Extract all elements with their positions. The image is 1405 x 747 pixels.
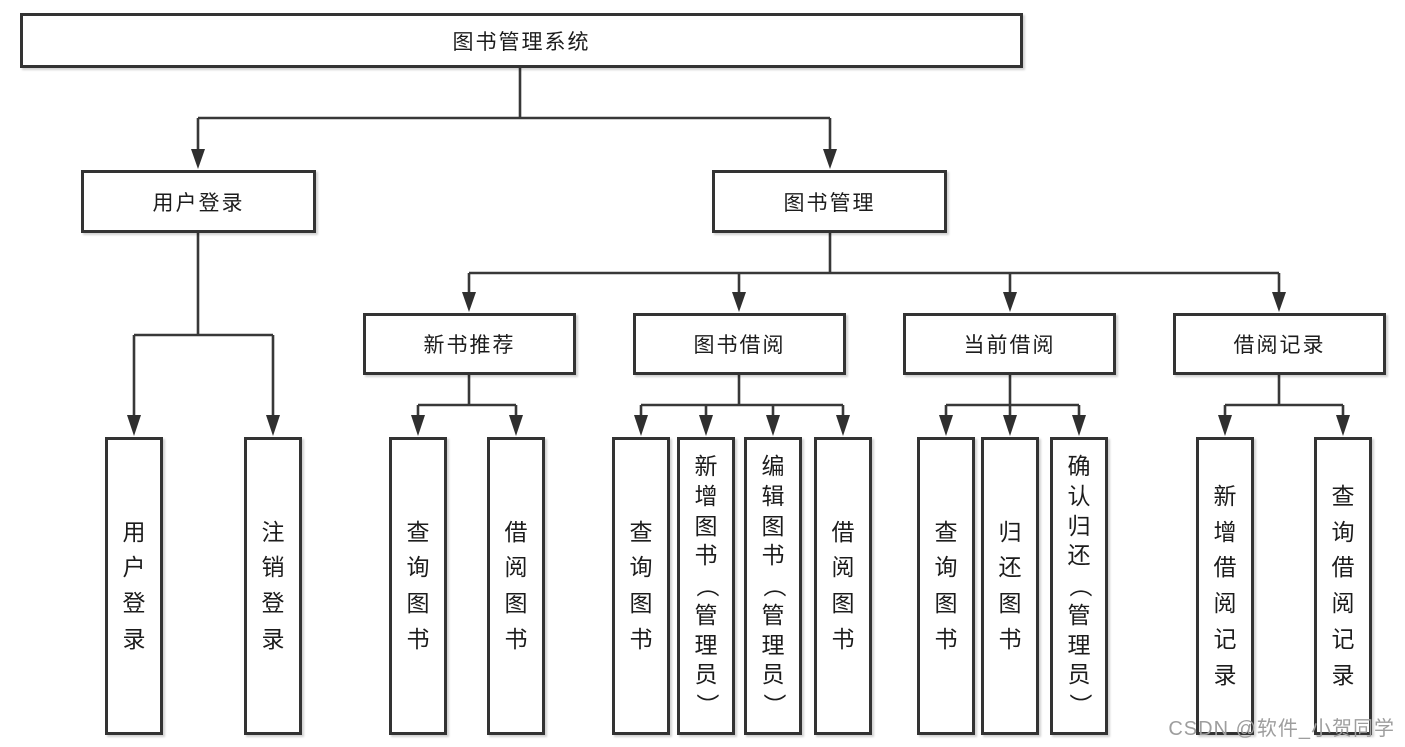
leaf-borrow-books-borrowing: 借阅图书 [814, 437, 872, 735]
node-new-book-recommend: 新书推荐 [363, 313, 576, 375]
leaf-borrow-books-recommend-label: 借阅图书 [504, 518, 528, 652]
leaf-logout-label: 注销登录 [261, 518, 285, 652]
leaf-query-books-recommend: 查询图书 [389, 437, 447, 735]
leaf-query-books-current: 查询图书 [917, 437, 975, 735]
leaf-return-books-label: 归还图书 [998, 518, 1022, 652]
leaf-user-login-label: 用户登录 [122, 518, 146, 652]
leaf-borrow-books-borrowing-label: 借阅图书 [831, 518, 855, 652]
leaf-query-borrow-record-label: 查询借阅记录 [1331, 482, 1355, 688]
leaf-query-books-recommend-label: 查询图书 [406, 518, 430, 652]
connector-new-book-recommend-to-leaves [411, 375, 523, 436]
leaf-user-login: 用户登录 [105, 437, 163, 735]
leaf-borrow-books-recommend: 借阅图书 [487, 437, 545, 735]
node-new-book-recommend-label: 新书推荐 [423, 334, 516, 357]
node-book-management-label: 图书管理 [783, 191, 876, 215]
leaf-confirm-return-admin: 确认归还（管理员） [1050, 437, 1108, 735]
leaf-query-books-current-label: 查询图书 [934, 518, 958, 652]
node-borrowing-records-label: 借阅记录 [1233, 334, 1326, 357]
connector-book-borrowing-to-leaves [634, 375, 850, 436]
connector-current-borrowing-to-leaves [939, 375, 1086, 436]
leaf-query-books-borrowing-label: 查询图书 [629, 518, 653, 652]
connector-user-login-to-leaves [127, 233, 280, 436]
leaf-add-book-admin-label: 新增图书（管理员） [693, 453, 720, 717]
connector-book-management-to-level3 [462, 233, 1286, 312]
leaf-query-books-borrowing: 查询图书 [612, 437, 670, 735]
leaf-edit-book-admin-label: 编辑图书（管理员） [760, 453, 787, 717]
node-root: 图书管理系统 [20, 13, 1023, 68]
leaf-logout: 注销登录 [244, 437, 302, 735]
node-book-borrowing-label: 图书借阅 [693, 334, 786, 357]
connector-root-to-level2 [191, 68, 837, 169]
node-user-login: 用户登录 [81, 170, 316, 233]
csdn-watermark: CSDN @软件_小贺同学 [1168, 718, 1395, 740]
node-root-label: 图书管理系统 [452, 30, 591, 54]
leaf-query-borrow-record: 查询借阅记录 [1314, 437, 1372, 735]
node-user-login-label: 用户登录 [152, 191, 245, 215]
node-current-borrowing: 当前借阅 [903, 313, 1116, 375]
leaf-add-borrow-record-label: 新增借阅记录 [1213, 482, 1237, 688]
node-current-borrowing-label: 当前借阅 [963, 334, 1056, 357]
leaf-edit-book-admin: 编辑图书（管理员） [744, 437, 802, 735]
node-book-management: 图书管理 [712, 170, 947, 233]
leaf-confirm-return-admin-label: 确认归还（管理员） [1066, 453, 1093, 717]
node-book-borrowing: 图书借阅 [633, 313, 846, 375]
connector-borrowing-records-to-leaves [1218, 375, 1350, 436]
leaf-return-books: 归还图书 [981, 437, 1039, 735]
leaf-add-book-admin: 新增图书（管理员） [677, 437, 735, 735]
leaf-add-borrow-record: 新增借阅记录 [1196, 437, 1254, 735]
node-borrowing-records: 借阅记录 [1173, 313, 1386, 375]
